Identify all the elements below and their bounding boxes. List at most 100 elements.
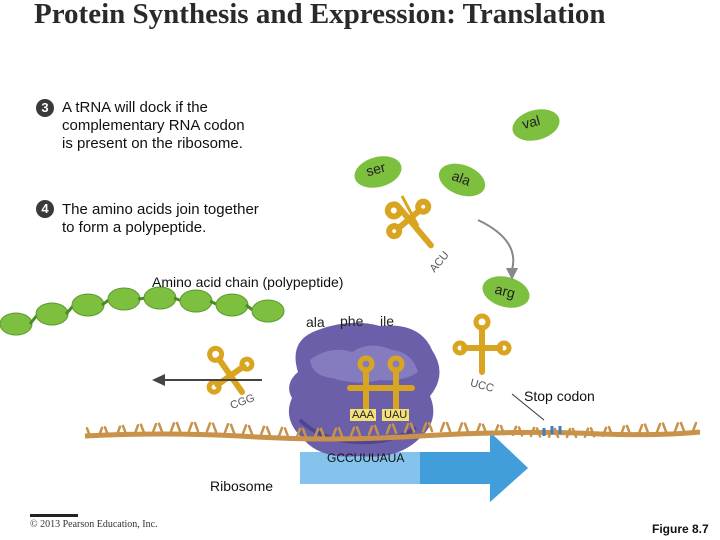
label-ribosome: Ribosome bbox=[210, 478, 274, 494]
mrna-base bbox=[517, 426, 524, 437]
mrna-base bbox=[319, 427, 326, 439]
mrna-base bbox=[403, 422, 410, 434]
mrna-base bbox=[391, 423, 398, 434]
amino-acid-bead bbox=[71, 293, 105, 317]
trna-docked-right bbox=[377, 355, 415, 413]
amino-acid-arg bbox=[482, 276, 530, 308]
trna-incoming bbox=[452, 313, 512, 375]
mrna-base bbox=[205, 422, 212, 433]
mrna-base bbox=[157, 422, 164, 433]
mrna-base bbox=[175, 421, 182, 433]
mrna-base bbox=[277, 426, 284, 438]
mrna-base bbox=[349, 426, 356, 438]
mrna-base bbox=[151, 422, 158, 434]
label-stop-codon: Stop codon bbox=[524, 388, 595, 404]
amino-acid-bead bbox=[143, 286, 177, 310]
trna-docked-left bbox=[347, 355, 385, 413]
label-mrna-sequence: GCCUUUAUA bbox=[327, 451, 405, 465]
mrna-base bbox=[385, 424, 392, 435]
mrna-base bbox=[511, 425, 518, 437]
amino-acid-bead bbox=[215, 293, 249, 317]
mrna-base bbox=[187, 421, 194, 433]
mrna-base bbox=[331, 427, 338, 438]
recycle-arrow bbox=[477, 219, 515, 271]
mrna-base bbox=[223, 422, 230, 434]
anticodon-uau: UAU bbox=[382, 409, 410, 421]
mrna-base bbox=[481, 423, 488, 435]
mrna-base bbox=[259, 425, 266, 436]
mrna-base bbox=[625, 424, 632, 436]
mrna-base bbox=[373, 424, 380, 436]
mrna-base bbox=[121, 424, 128, 436]
step-4-line-2: to form a polypeptide. bbox=[62, 219, 207, 236]
mrna-base bbox=[499, 424, 506, 436]
mrna-base bbox=[619, 425, 626, 436]
mrna-base bbox=[355, 425, 362, 437]
mrna-base bbox=[673, 421, 680, 433]
mrna-base bbox=[139, 423, 146, 434]
mrna-base bbox=[661, 422, 668, 433]
step-4-line-1: The amino acids join together bbox=[62, 201, 259, 218]
mrna-base bbox=[475, 422, 482, 434]
mrna-base bbox=[493, 424, 500, 435]
mrna-base bbox=[457, 422, 464, 433]
amino-acid-bead bbox=[35, 302, 69, 326]
mrna-base bbox=[295, 427, 302, 438]
mrna-base bbox=[655, 422, 662, 434]
label-ile: ile bbox=[380, 313, 395, 329]
amino-acid-val bbox=[512, 109, 560, 141]
label-ala: ala bbox=[306, 314, 325, 330]
mrna-base bbox=[445, 421, 452, 433]
mrna-base bbox=[85, 427, 92, 438]
mrna-base bbox=[265, 426, 272, 437]
mrna-base bbox=[103, 426, 110, 437]
step-3-text: A tRNA will dock if the complementary RN… bbox=[62, 99, 245, 153]
mrna-base bbox=[427, 421, 434, 433]
mrna-base bbox=[571, 427, 578, 439]
amino-acid-ser bbox=[354, 156, 402, 188]
step-3-badge: 3 bbox=[36, 99, 54, 117]
mrna-base bbox=[535, 427, 542, 438]
mrna-base bbox=[247, 424, 254, 436]
amino-acid-bead bbox=[251, 299, 285, 323]
mrna-base bbox=[229, 423, 236, 434]
step-4-badge: 4 bbox=[36, 200, 54, 218]
mrna-base bbox=[421, 422, 428, 433]
mrna-base bbox=[337, 427, 344, 438]
mrna-base bbox=[589, 427, 596, 438]
label-phe: phe bbox=[340, 313, 364, 329]
mrna-base bbox=[241, 424, 248, 435]
mrna-base bbox=[601, 426, 608, 438]
mrna-base bbox=[169, 422, 176, 433]
mrna-bases bbox=[85, 421, 698, 439]
mrna-base bbox=[97, 426, 104, 438]
amino-acid-bead bbox=[0, 312, 33, 336]
mrna-base bbox=[283, 427, 290, 438]
mrna-base bbox=[409, 422, 416, 433]
copyright: © 2013 Pearson Education, Inc. bbox=[30, 519, 158, 530]
trna-leaving bbox=[206, 345, 255, 395]
ribosome-direction-arrow bbox=[300, 432, 528, 502]
stop-codon-marker bbox=[542, 426, 562, 436]
step-4-text: The amino acids join together to form a … bbox=[62, 201, 259, 237]
mrna-base bbox=[529, 426, 536, 438]
mrna-base bbox=[439, 421, 446, 433]
mrna-base bbox=[301, 427, 308, 439]
step-3-line-3: is present on the ribosome. bbox=[62, 135, 243, 152]
mrna-base bbox=[553, 427, 560, 439]
amino-acid-bead bbox=[179, 289, 213, 313]
mrna-base bbox=[679, 421, 686, 433]
mrna-base bbox=[211, 422, 218, 433]
footer-rule bbox=[30, 514, 78, 517]
amino-acid-bead bbox=[107, 287, 141, 311]
anticodon-aaa: AAA bbox=[350, 409, 377, 421]
mrna-base bbox=[133, 424, 140, 435]
step-3-line-2: complementary RNA codon bbox=[62, 117, 245, 134]
mrna-base bbox=[583, 427, 590, 438]
trna-free bbox=[384, 198, 434, 249]
mrna-base bbox=[691, 421, 698, 433]
mrna-base bbox=[313, 427, 320, 439]
mrna-base bbox=[193, 421, 200, 433]
mrna-base bbox=[565, 427, 572, 439]
